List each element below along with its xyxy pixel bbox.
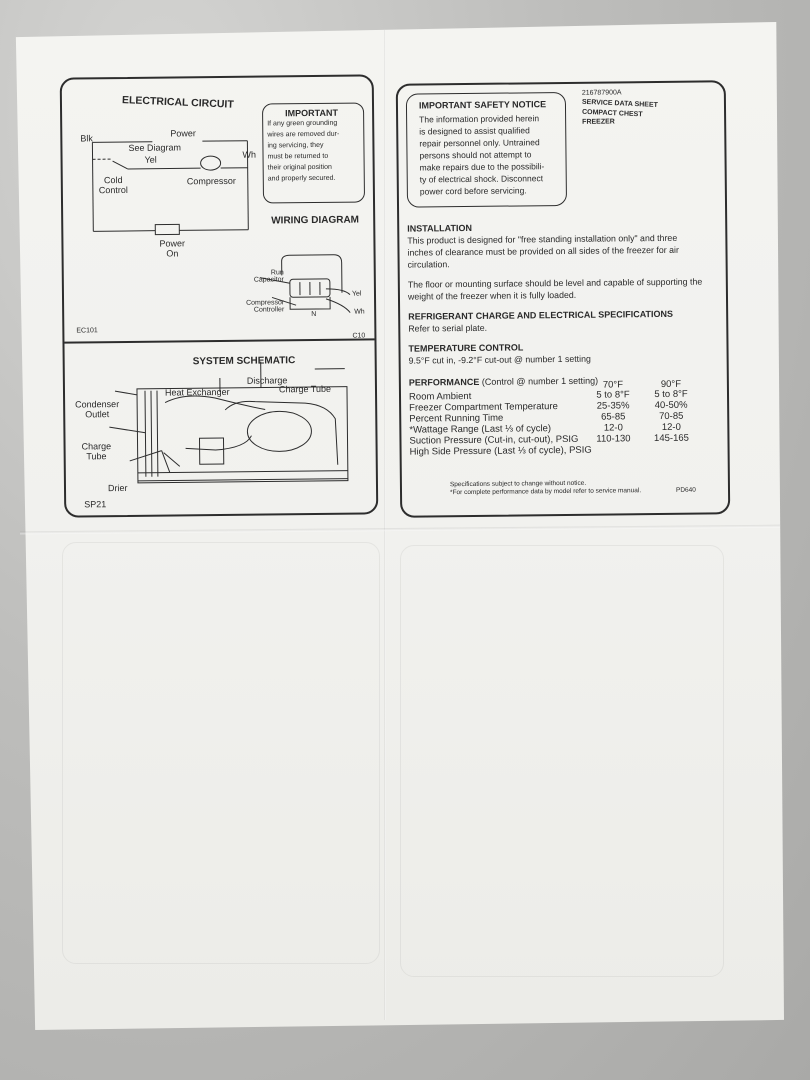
refrigerant-text: Refer to serial plate. [408,322,488,334]
label-run-capacitor: Run Capacitor [253,269,284,284]
label-charge-tube-top: Charge Tube [278,383,332,395]
vertical-fold [384,30,386,1020]
code-sp21: SP21 [84,499,107,510]
perf-row-label: High Side Pressure (Last ⅓ of cycle), PS… [409,444,592,458]
code-pd640: PD640 [675,486,696,494]
performance-title: PERFORMANCE (Control @ number 1 setting) [408,375,599,388]
safety-line-5: make repairs due to the possibili- [419,161,545,173]
perf-row-value: 110-130 [596,433,631,445]
header-line-3: FREEZER [582,118,615,126]
show-through-panel-left [62,542,380,964]
show-through-panel-right [400,545,724,977]
header-line-2: COMPACT CHEST [581,108,643,119]
part-number: 216787900A [581,89,622,97]
label-wiring-yel: Yel [351,290,362,298]
perf-row-value: 70-85 [659,410,684,423]
perf-row-value: 12-0 [661,421,681,433]
label-heat-exchanger: Heat Exchanger [164,386,230,398]
installation-title: INSTALLATION [407,222,472,234]
safety-title: IMPORTANT SAFETY NOTICE [418,99,547,111]
perf-row-value: 145-165 [653,432,689,445]
installation-line-3: circulation. [407,259,450,270]
label-wiring-n: N [311,310,317,319]
safety-line-3: repair personnel only. Untrained [419,137,540,149]
refrigerant-title: REFRIGERANT CHARGE AND ELECTRICAL SPECIF… [408,308,674,322]
label-compressor-controller: Compressor Controller [246,299,285,314]
installation-line-4: The floor or mounting surface should be … [407,276,703,290]
label-drier: Drier [107,482,128,494]
safety-line-6: ty of electrical shock. Disconnect [419,173,544,185]
perf-row-value: 65-85 [601,411,626,423]
left-panel: ELECTRICAL CIRCUIT Blk Power See Diagram… [59,74,379,518]
electrical-circuit-diagram [91,140,249,236]
label-wiring-wh: Wh [354,308,365,316]
temperature-title: TEMPERATURE CONTROL [408,342,524,354]
perf-row-value: 40-50% [654,399,688,412]
safety-notice-box: IMPORTANT SAFETY NOTICE The information … [405,91,568,208]
perf-row-label: Room Ambient [408,390,472,403]
installation-line-1: This product is designed for "free stand… [407,232,678,246]
label-condenser-outlet: Condenser Outlet [75,399,120,420]
safety-line-4: persons should not attempt to [419,149,532,161]
perf-row-label: Freezer Compartment Temperature [409,401,558,414]
temperature-text: 9.5°F cut in, -9.2°F cut-out @ number 1 … [408,353,591,366]
perf-row-value: 5 to 8°F [596,389,630,401]
installation-line-5: weight of the freezer when it is fully l… [407,289,577,302]
header-line-1: SERVICE DATA SHEET [581,98,659,109]
footnote-1: Specifications subject to change without… [449,479,587,489]
perf-row-value: 5 to 8°F [654,388,688,401]
system-schematic-diagram [109,361,349,484]
right-panel: 216787900A SERVICE DATA SHEET COMPACT CH… [395,80,731,518]
safety-line-7: power cord before servicing. [419,185,527,197]
footnote-2: *For complete performance data by model … [449,487,642,497]
installation-line-2: inches of clearance must be provided on … [407,244,679,258]
safety-line-1: The information provided herein [419,113,540,125]
safety-line-2: is designed to assist qualified [419,125,530,137]
perf-row-value: 12-0 [603,422,623,434]
perf-row-value: 25-35% [596,400,630,412]
label-charge-tube-left: Charge Tube [81,441,112,462]
wiring-diagram [259,254,351,313]
